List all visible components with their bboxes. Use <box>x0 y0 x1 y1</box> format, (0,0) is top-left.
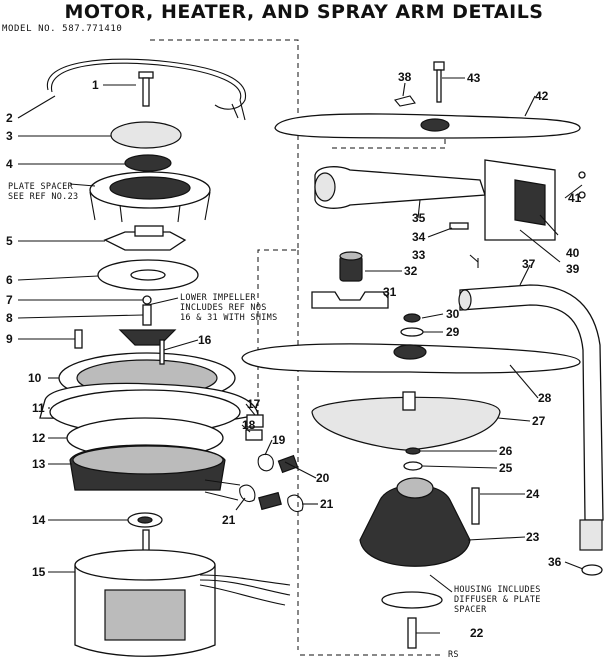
callout-22: 22 <box>470 626 484 640</box>
callout-1: 1 <box>92 78 99 92</box>
housing-note: HOUSING INCLUDES DIFFUSER & PLATE SPACER <box>454 585 541 615</box>
callout-30: 30 <box>446 307 460 321</box>
callout-25: 25 <box>499 461 513 475</box>
callout-21-right: 21 <box>320 497 334 511</box>
plate-spacer-note: PLATE SPACER SEE REF NO.23 <box>8 182 79 202</box>
callout-39: 39 <box>566 262 580 276</box>
callout-11: 11 <box>32 401 45 415</box>
model-number: MODEL NO. 587.771410 <box>2 24 123 34</box>
callout-7: 7 <box>6 293 13 307</box>
callout-6: 6 <box>6 273 13 287</box>
callout-3: 3 <box>6 129 13 143</box>
callout-34: 34 <box>412 230 426 244</box>
callout-37: 37 <box>522 257 536 271</box>
callout-27: 27 <box>532 414 546 428</box>
callout-17: 17 <box>247 397 261 411</box>
callout-24: 24 <box>526 487 540 501</box>
callout-8: 8 <box>6 311 13 325</box>
callout-42: 42 <box>535 89 549 103</box>
callout-40: 40 <box>566 246 580 260</box>
callout-14: 14 <box>32 513 46 527</box>
callout-12: 12 <box>32 431 46 445</box>
callout-19: 19 <box>272 433 286 447</box>
callout-4: 4 <box>6 157 13 171</box>
callout-2: 2 <box>6 111 13 125</box>
callout-32: 32 <box>404 264 418 278</box>
lower-impeller-note: LOWER IMPELLER INCLUDES REF NOS 16 & 31 … <box>180 293 278 323</box>
callout-38: 38 <box>398 70 412 84</box>
callout-16: 16 <box>198 333 212 347</box>
callout-21-left: 21 <box>222 513 236 527</box>
callout-9: 9 <box>6 332 13 346</box>
callout-5: 5 <box>6 234 13 248</box>
callout-31: 31 <box>383 285 397 299</box>
callout-13: 13 <box>32 457 46 471</box>
callout-33: 33 <box>412 248 426 262</box>
footer-mark: RS <box>448 650 459 660</box>
callout-20: 20 <box>316 471 330 485</box>
callout-15: 15 <box>32 565 46 579</box>
callout-23: 23 <box>526 530 540 544</box>
callout-18: 18 <box>242 418 256 432</box>
callout-36: 36 <box>548 555 562 569</box>
callout-43: 43 <box>467 71 481 85</box>
callout-26: 26 <box>499 444 513 458</box>
diagram-title: MOTOR, HEATER, AND SPRAY ARM DETAILS <box>64 1 544 23</box>
callout-28: 28 <box>538 391 552 405</box>
callout-35: 35 <box>412 211 426 225</box>
callout-10: 10 <box>28 371 42 385</box>
callout-41: 41 <box>568 191 582 205</box>
callout-29: 29 <box>446 325 460 339</box>
